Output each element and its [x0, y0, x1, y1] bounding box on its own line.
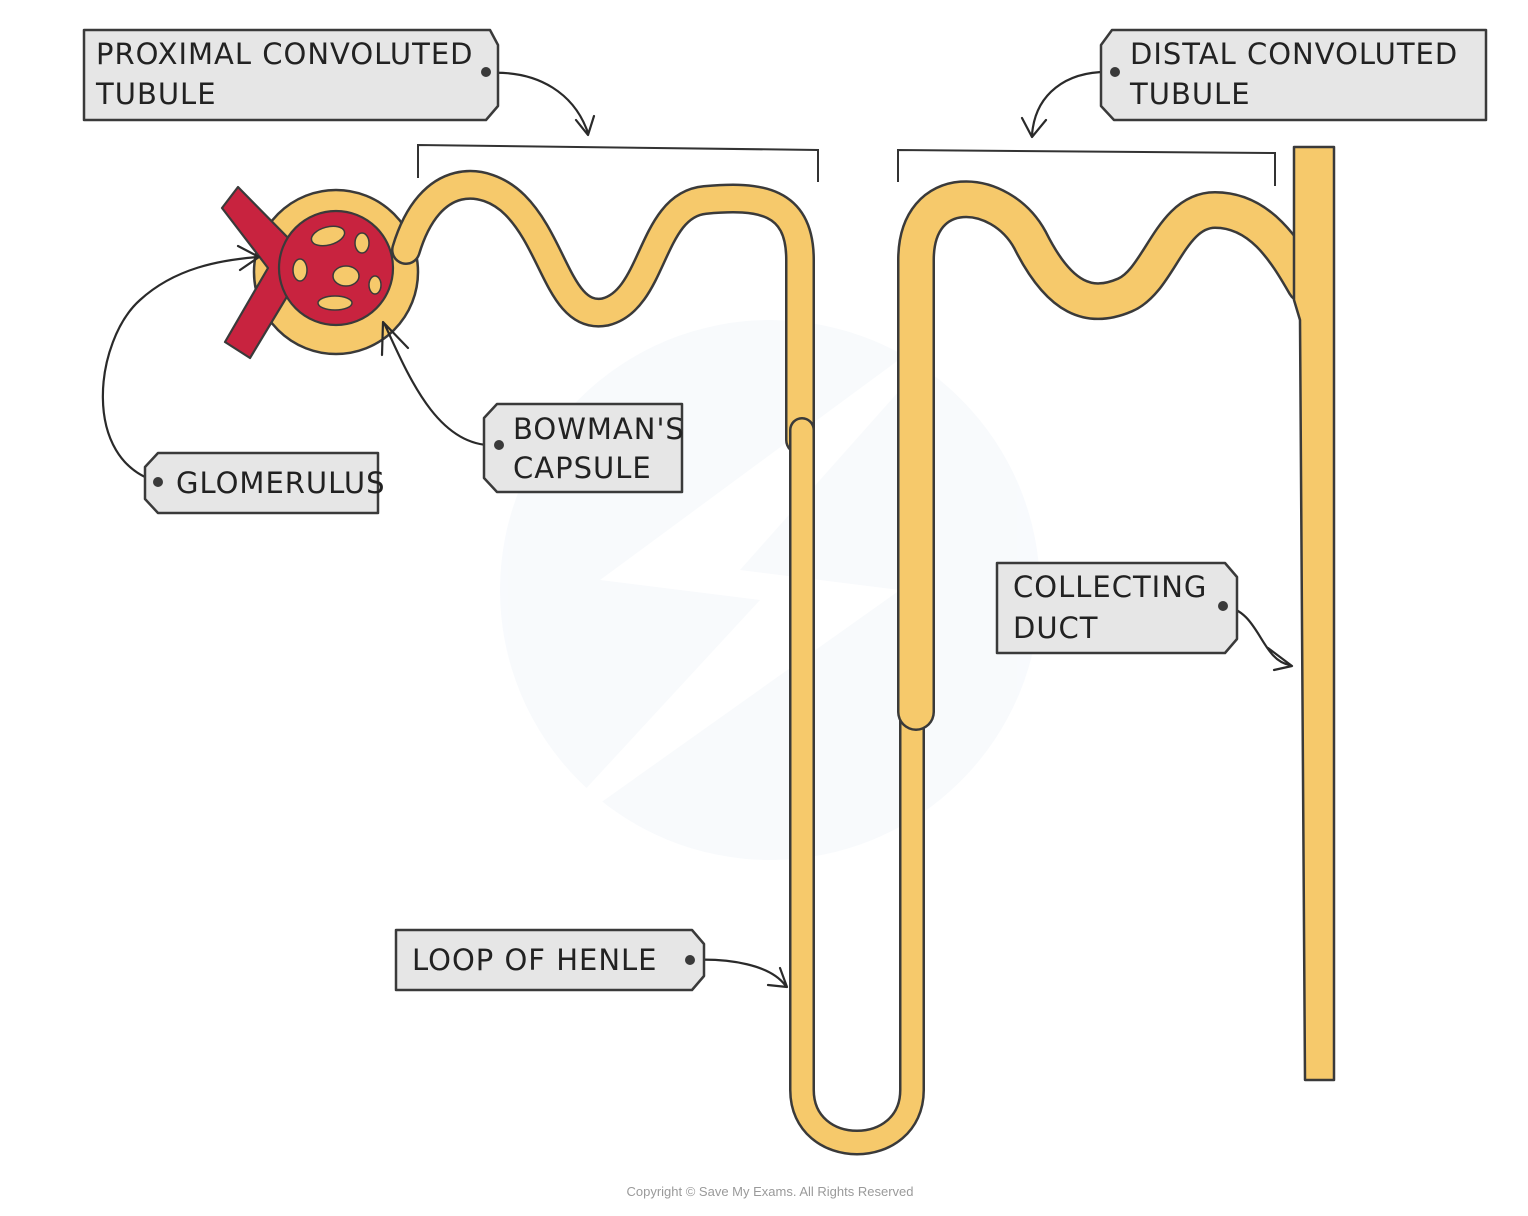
- distal-bracket: [897, 148, 1276, 186]
- glomerulus-label: GLOMERULUS: [143, 451, 386, 515]
- glomerulus-arrow: [101, 244, 261, 484]
- distal-convoluted-tubule-label: DISTAL CONVOLUTED TUBULE: [1099, 28, 1488, 122]
- bowmans-capsule-label: BOWMAN'S CAPSULE: [482, 402, 685, 494]
- bowmans-capsule-arrow: [380, 320, 500, 447]
- proximal-arrow: [486, 71, 596, 137]
- distal-tubule-shape: [897, 180, 1324, 731]
- copyright-text: Copyright © Save My Exams. All Rights Re…: [626, 1184, 913, 1199]
- loop-of-henle-shape: [789, 417, 925, 1156]
- proximal-label-line2: TUBULE: [95, 77, 217, 111]
- collecting-duct-label-line1: COLLECTING: [1013, 570, 1207, 604]
- distal-label-line2: TUBULE: [1129, 77, 1251, 111]
- proximal-tubule-shape: [391, 169, 815, 455]
- proximal-bracket: [417, 143, 819, 182]
- collecting-duct-shape: [1292, 145, 1336, 1082]
- collecting-duct-label-line2: DUCT: [1013, 611, 1099, 645]
- collecting-duct-label: COLLECTING DUCT: [995, 561, 1239, 655]
- distal-label-line1: DISTAL CONVOLUTED: [1130, 37, 1458, 71]
- distal-arrow: [1020, 70, 1115, 139]
- bowmans-label-line2: CAPSULE: [513, 451, 652, 485]
- proximal-label-line1: PROXIMAL CONVOLUTED: [96, 37, 474, 71]
- loop-of-henle-label-text: LOOP OF HENLE: [412, 943, 658, 977]
- glomerulus-shape: [220, 185, 395, 360]
- glomerulus-label-text: GLOMERULUS: [176, 466, 386, 500]
- loop-of-henle-label: LOOP OF HENLE: [394, 928, 706, 992]
- bowmans-label-line1: BOWMAN'S: [513, 412, 685, 446]
- watermark-logo: [500, 300, 1040, 860]
- proximal-convoluted-tubule-label: PROXIMAL CONVOLUTED TUBULE: [82, 28, 500, 122]
